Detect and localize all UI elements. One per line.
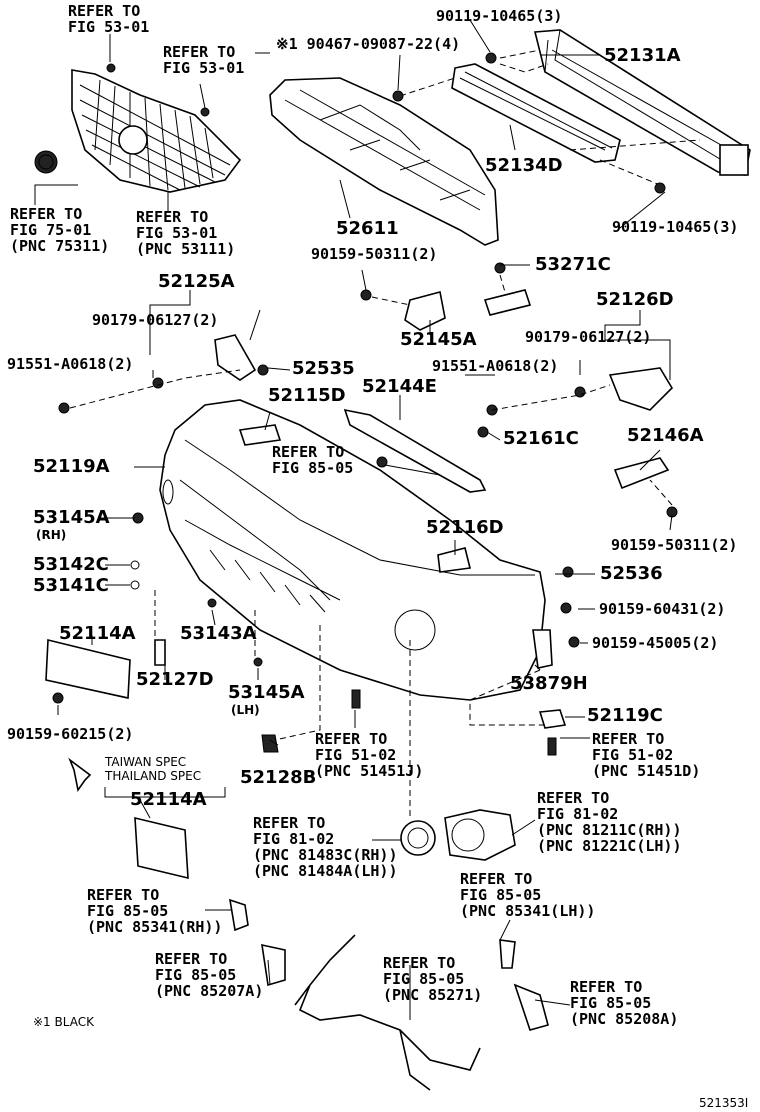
bracket-52126D bbox=[608, 367, 674, 411]
part-53143A[interactable]: 53143A bbox=[180, 623, 257, 644]
part-90179-06127-b[interactable]: 90179-06127(2) bbox=[525, 328, 652, 346]
refer-fig-51-02-a[interactable]: REFER TO FIG 51-02 (PNC 51451D) bbox=[592, 730, 701, 780]
clip-52119C bbox=[538, 709, 567, 729]
part-52127D[interactable]: 52127D bbox=[136, 669, 214, 690]
lower-grille-bar bbox=[343, 408, 487, 493]
part-90159-50311-a[interactable]: 90159-50311(2) bbox=[311, 245, 438, 263]
bumper-cover bbox=[159, 399, 546, 701]
sensor-lh bbox=[499, 939, 516, 969]
part-52115D[interactable]: 52115D bbox=[268, 385, 346, 406]
part-53142C[interactable]: 53142C bbox=[33, 554, 109, 575]
bracket-52146A bbox=[613, 457, 670, 490]
part-52114A-b[interactable]: 52114A bbox=[130, 789, 207, 810]
refer-fig-75-01[interactable]: REFER TO FIG 75-01 (PNC 75311) bbox=[10, 205, 110, 255]
tag-rh: (RH) bbox=[36, 528, 67, 542]
radiator-grille bbox=[71, 69, 242, 193]
part-90179-06127-a[interactable]: 90179-06127(2) bbox=[92, 311, 219, 329]
bracket-53271C bbox=[483, 289, 532, 316]
refer-fig-85-05-a[interactable]: REFER TO FIG 85-05 bbox=[272, 443, 354, 477]
part-52611[interactable]: 52611 bbox=[336, 218, 399, 239]
part-52161C[interactable]: 52161C bbox=[503, 428, 579, 449]
spec-arrow bbox=[68, 757, 92, 792]
note-black: ※1 BLACK bbox=[33, 1015, 94, 1029]
part-52535[interactable]: 52535 bbox=[292, 358, 355, 379]
spec-thailand: THAILAND SPEC bbox=[105, 769, 202, 783]
refer-fig-81-02-a[interactable]: REFER TO FIG 81-02 (PNC 81211C(RH)) (PNC… bbox=[537, 789, 682, 855]
sensor-rh bbox=[228, 898, 249, 932]
bracket-53879H bbox=[532, 629, 553, 669]
refer-fig-85-05-e[interactable]: REFER TO FIG 85-05 (PNC 85271) bbox=[383, 954, 483, 1004]
part-53271C[interactable]: 53271C bbox=[535, 254, 611, 275]
sensor-bracket-lh bbox=[513, 983, 549, 1031]
part-52128B[interactable]: 52128B bbox=[240, 767, 317, 788]
part-52116D[interactable]: 52116D bbox=[426, 517, 504, 538]
clip-52116D bbox=[437, 547, 471, 573]
refer-fig-51-02-b[interactable]: REFER TO FIG 51-02 (PNC 51451J) bbox=[315, 730, 424, 780]
part-52119C[interactable]: 52119C bbox=[587, 705, 663, 726]
foglamp-bezel bbox=[400, 820, 436, 856]
clip-52115D bbox=[238, 424, 282, 446]
part-52131A[interactable]: 52131A bbox=[604, 45, 681, 66]
part-52146A[interactable]: 52146A bbox=[627, 425, 704, 446]
bracket-52128B bbox=[261, 734, 279, 753]
part-90119-10465-top[interactable]: 90119-10465(3) bbox=[436, 7, 563, 25]
part-52126D[interactable]: 52126D bbox=[596, 289, 674, 310]
refer-fig-53-01-a[interactable]: REFER TO FIG 53-01 bbox=[68, 2, 150, 36]
part-52125A[interactable]: 52125A bbox=[158, 271, 235, 292]
part-91551-a0618-a[interactable]: 91551-A0618(2) bbox=[7, 355, 134, 373]
refer-fig-85-05-d[interactable]: REFER TO FIG 85-05 (PNC 85207A) bbox=[155, 950, 264, 1000]
license-plate-bracket bbox=[45, 638, 131, 699]
bracket-52125A bbox=[214, 334, 257, 381]
part-52114A-a[interactable]: 52114A bbox=[59, 623, 136, 644]
part-53879H[interactable]: 53879H bbox=[510, 673, 588, 694]
grille-clip-a bbox=[106, 63, 116, 73]
bumper-reinforcement bbox=[533, 29, 751, 176]
part-52536[interactable]: 52536 bbox=[600, 563, 663, 584]
part-90119-10465-right[interactable]: 90119-10465(3) bbox=[612, 218, 739, 236]
bracket-52145A bbox=[404, 291, 446, 331]
refer-fig-53-01-b[interactable]: REFER TO FIG 53-01 bbox=[163, 43, 245, 77]
refer-fig-85-05-f[interactable]: REFER TO FIG 85-05 (PNC 85208A) bbox=[570, 978, 679, 1028]
part-90159-60431[interactable]: 90159-60431(2) bbox=[599, 600, 726, 618]
part-52145A[interactable]: 52145A bbox=[400, 329, 477, 350]
part-91551-a0618-b[interactable]: 91551-A0618(2) bbox=[432, 357, 559, 375]
part-53145A-rh[interactable]: 53145A bbox=[33, 507, 110, 528]
diagram-id: 521353I bbox=[699, 1096, 749, 1110]
upper-retainer bbox=[451, 63, 621, 163]
foglamp-assembly bbox=[444, 809, 516, 861]
part-52134D[interactable]: 52134D bbox=[485, 155, 563, 176]
part-53141C[interactable]: 53141C bbox=[33, 575, 109, 596]
part-90159-50311-b[interactable]: 90159-50311(2) bbox=[611, 536, 738, 554]
refer-fig-53-01-c[interactable]: REFER TO FIG 53-01 (PNC 53111) bbox=[136, 208, 236, 258]
sensor-bracket-rh bbox=[261, 943, 286, 987]
bracket-52127D bbox=[154, 639, 166, 666]
refer-fig-85-05-c[interactable]: REFER TO FIG 85-05 (PNC 85341(LH)) bbox=[460, 870, 596, 920]
license-plate-bracket-spec bbox=[134, 816, 189, 880]
part-90467-09087-22[interactable]: ※1 90467-09087-22(4) bbox=[276, 35, 461, 53]
part-53145A-lh[interactable]: 53145A bbox=[228, 682, 305, 703]
energy-absorber bbox=[269, 77, 499, 246]
emblem bbox=[34, 150, 58, 174]
grille-clip-b bbox=[200, 107, 210, 117]
part-90159-45005[interactable]: 90159-45005(2) bbox=[592, 634, 719, 652]
spec-taiwan: TAIWAN SPEC bbox=[105, 755, 187, 769]
part-52144E[interactable]: 52144E bbox=[362, 376, 437, 397]
part-90159-60215[interactable]: 90159-60215(2) bbox=[7, 725, 134, 743]
refer-fig-81-02-b[interactable]: REFER TO FIG 81-02 (PNC 81483C(RH)) (PNC… bbox=[253, 814, 398, 880]
part-52119A[interactable]: 52119A bbox=[33, 456, 110, 477]
tag-lh: (LH) bbox=[231, 703, 260, 717]
refer-fig-85-05-b[interactable]: REFER TO FIG 85-05 (PNC 85341(RH)) bbox=[87, 886, 223, 936]
